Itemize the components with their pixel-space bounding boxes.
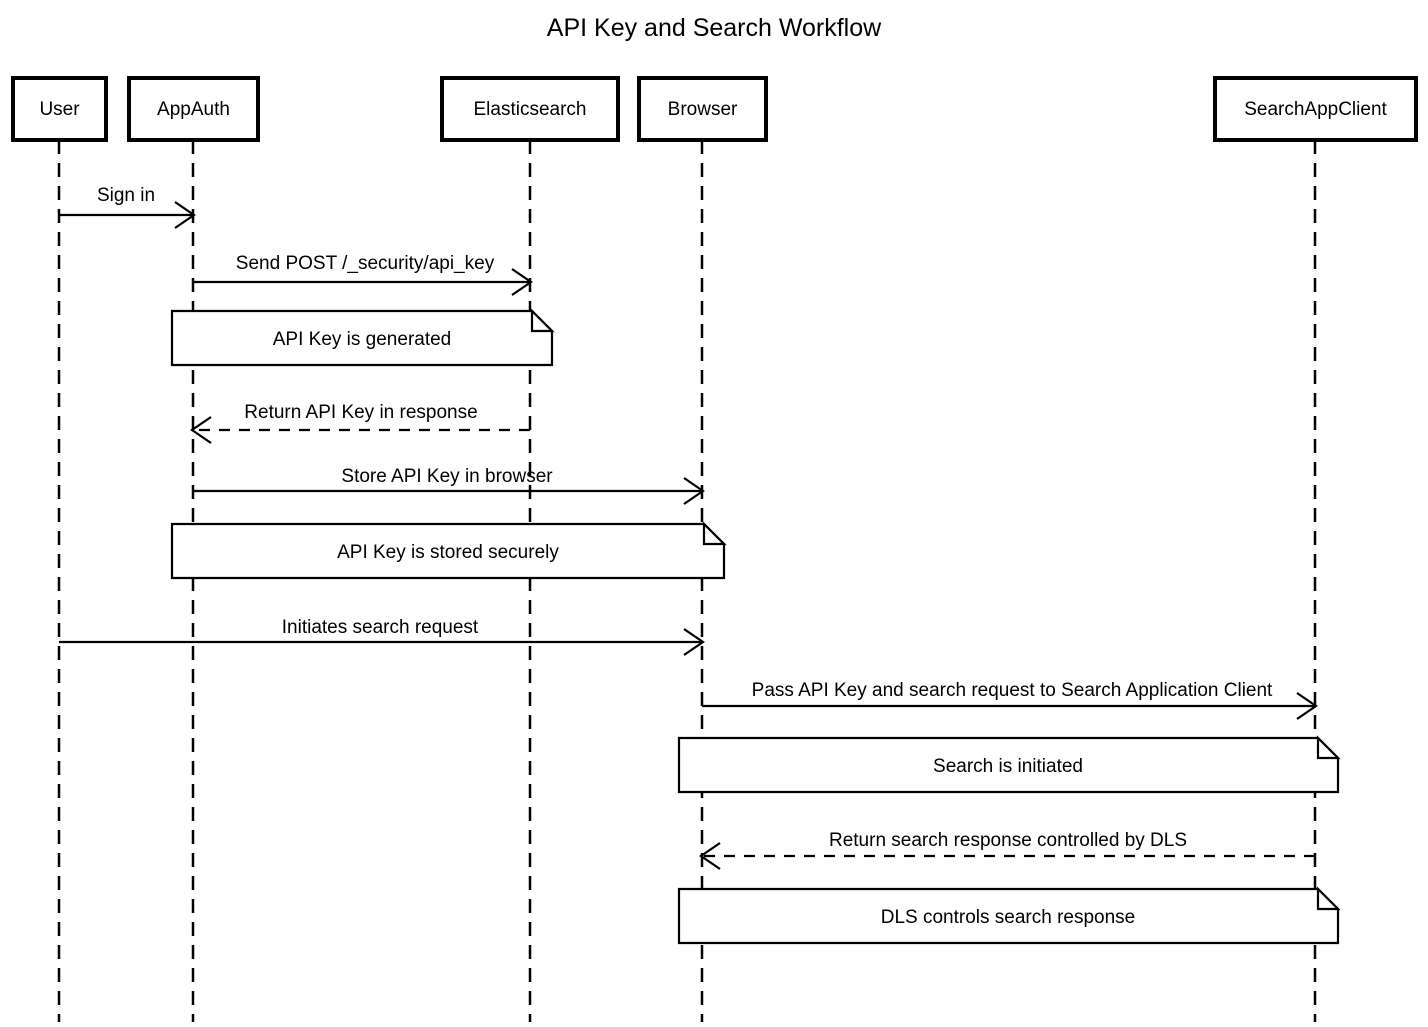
note-box-api-key-is-stored-securely [170, 522, 726, 580]
arrowhead-pass-api-key-to-search-app-client [1296, 692, 1318, 720]
note-fold-corner-icon [530, 308, 555, 333]
message-label-initiates-search-request: Initiates search request [282, 617, 479, 638]
message-pass-api-key-to-search-app-client[interactable]: Pass API Key and search request to Searc… [702, 680, 1318, 720]
participant-box-user[interactable] [11, 76, 108, 142]
note-fold-corner-icon [1316, 735, 1341, 760]
note-box-api-key-is-generated [170, 309, 554, 367]
arrowhead-return-api-key [190, 416, 212, 444]
message-label-sign-in: Sign in [97, 185, 155, 206]
note-label-dls-controls-search-response: DLS controls search response [881, 907, 1136, 928]
note-search-is-initiated: Search is initiated [677, 735, 1341, 794]
note-label-api-key-is-generated: API Key is generated [273, 329, 452, 350]
participant-user[interactable]: User [11, 76, 108, 142]
page-title: API Key and Search Workflow [547, 14, 882, 42]
lifelines-group [57, 140, 1317, 1022]
note-api-key-is-stored-securely: API Key is stored securely [170, 521, 727, 580]
note-fold-corner-icon [1316, 886, 1341, 911]
message-initiates-search-request[interactable]: Initiates search request [59, 617, 705, 656]
arrowhead-initiates-search-request [683, 628, 705, 656]
participant-box-searchappclient[interactable] [1213, 76, 1418, 142]
message-label-return-search-response-dls: Return search response controlled by DLS [829, 830, 1187, 851]
participant-appauth[interactable]: AppAuth [127, 76, 260, 142]
arrowhead-return-search-response-dls [699, 842, 721, 870]
arrowhead-store-api-key-in-browser [683, 477, 705, 505]
message-return-search-response-dls[interactable]: Return search response controlled by DLS [699, 830, 1315, 870]
message-return-api-key[interactable]: Return API Key in response [190, 402, 530, 444]
message-label-send-post-api-key: Send POST /_security/api_key [236, 253, 495, 274]
participant-box-appauth[interactable] [127, 76, 260, 142]
message-label-return-api-key: Return API Key in response [244, 402, 477, 423]
participant-box-browser[interactable] [637, 76, 768, 142]
note-label-search-is-initiated: Search is initiated [933, 756, 1083, 777]
arrowhead-send-post-api-key [511, 268, 533, 296]
note-dls-controls-search-response: DLS controls search response [677, 886, 1341, 945]
message-label-store-api-key-in-browser: Store API Key in browser [341, 466, 553, 487]
participant-box-elasticsearch[interactable] [440, 76, 620, 142]
message-sign-in[interactable]: Sign in [59, 185, 196, 229]
participant-label-elasticsearch: Elasticsearch [474, 99, 587, 120]
participant-label-appauth: AppAuth [157, 99, 230, 120]
participant-browser[interactable]: Browser [637, 76, 768, 142]
message-send-post-api-key[interactable]: Send POST /_security/api_key [193, 253, 533, 296]
note-api-key-is-generated: API Key is generated [170, 308, 555, 367]
participant-label-user: User [39, 99, 80, 120]
message-store-api-key-in-browser[interactable]: Store API Key in browser [193, 466, 705, 505]
participant-elasticsearch[interactable]: Elasticsearch [440, 76, 620, 142]
participant-label-browser: Browser [668, 99, 738, 120]
participant-label-searchappclient: SearchAppClient [1244, 99, 1387, 120]
note-label-api-key-is-stored-securely: API Key is stored securely [337, 542, 559, 563]
arrowhead-sign-in [174, 201, 196, 229]
note-fold-corner-icon [702, 521, 727, 546]
message-label-pass-api-key-to-search-app-client: Pass API Key and search request to Searc… [752, 680, 1273, 701]
note-box-dls-controls-search-response [677, 887, 1340, 945]
participant-searchappclient[interactable]: SearchAppClient [1213, 76, 1418, 142]
note-box-search-is-initiated [677, 736, 1340, 794]
